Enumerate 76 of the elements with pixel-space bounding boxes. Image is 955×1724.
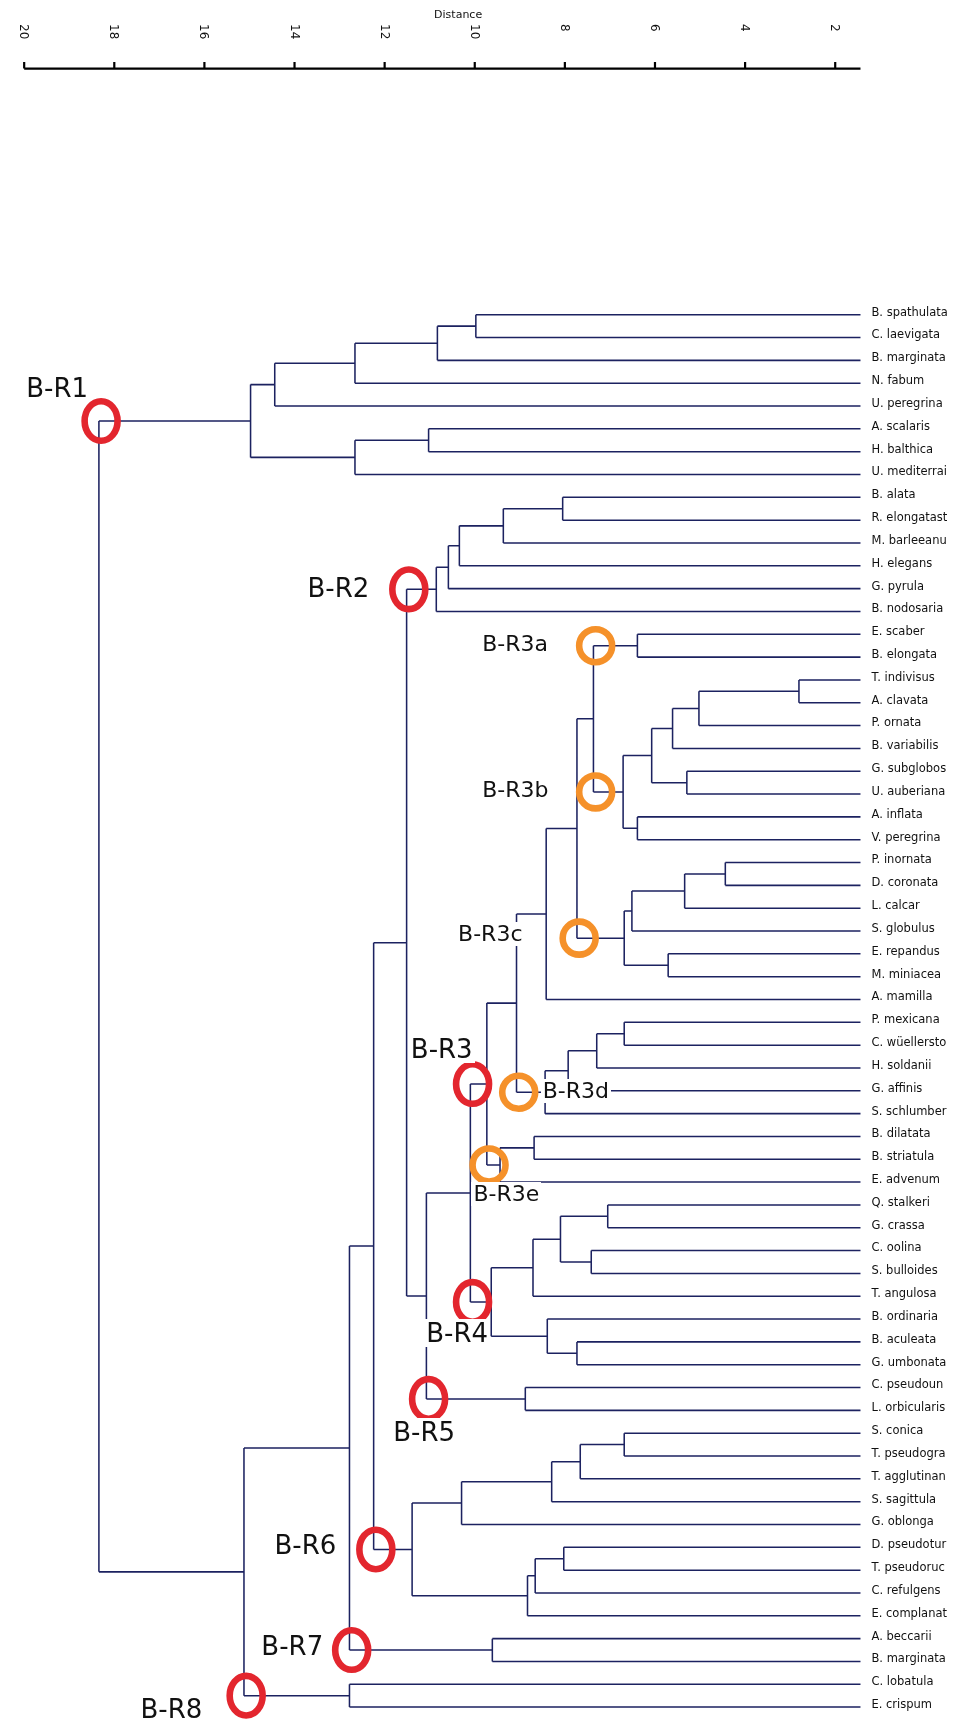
taxon-label: T. indivisus [871, 671, 935, 684]
taxon-label: H. soldanii [871, 1059, 932, 1072]
taxon-label: C. lobatula [871, 1676, 934, 1688]
taxon-label: S. sagittula [871, 1493, 937, 1506]
taxon-label: M. miniacea [871, 968, 942, 981]
taxon-label: A. mamilla [871, 991, 933, 1003]
taxon-label: C. laevigata [871, 329, 941, 341]
taxon-label: A. inflata [871, 808, 923, 821]
taxon-label: B. alata [871, 489, 916, 501]
taxon-label: C. wüellersto [871, 1037, 947, 1049]
taxon-label: N. fabum [871, 375, 925, 387]
taxon-label: G. affinis [871, 1082, 923, 1095]
taxon-label: E. complanat [871, 1607, 947, 1620]
taxon-label: P. mexicana [871, 1014, 940, 1026]
taxon-label: M. barleeanu [871, 534, 947, 547]
tick-label: 16 [198, 24, 211, 40]
taxon-label: C. oolina [871, 1242, 922, 1254]
taxon-label: U. auberiana [871, 785, 946, 798]
taxon-label: B. ordinaria [871, 1310, 939, 1323]
taxon-label: S. schlumber [871, 1105, 947, 1117]
taxon-label: E. repandus [871, 945, 940, 958]
tick-label: 8 [558, 24, 571, 32]
taxon-label: S. bulloides [871, 1265, 938, 1277]
tick-label: 6 [648, 24, 661, 32]
cluster-label: B-R4 [424, 1319, 490, 1348]
taxon-label: A. scalaris [871, 420, 930, 433]
tick-label: 2 [829, 24, 842, 32]
taxon-label: H. elegans [871, 557, 933, 570]
taxon-label: L. calcar [871, 900, 920, 912]
taxon-label: E. scaber [871, 626, 925, 638]
taxon-label: H. balthica [871, 443, 934, 456]
taxon-label: D. pseudotur [871, 1539, 947, 1551]
taxon-label: D. coronata [871, 877, 939, 889]
taxon-label: T. pseudogra [871, 1447, 946, 1460]
taxon-label: T. pseudoruc [871, 1562, 945, 1574]
tick-label: 10 [468, 24, 481, 40]
taxon-label: C. refulgens [871, 1584, 941, 1597]
taxon-label: G. pyrula [871, 580, 925, 592]
taxon-label: A. clavata [871, 694, 929, 707]
tick-label: 20 [18, 24, 31, 40]
taxon-label: B. dilatata [871, 1128, 931, 1140]
taxon-label: B. variabilis [871, 740, 939, 752]
taxon-label: G. subglobos [871, 763, 947, 775]
taxon-label: B. striatula [871, 1151, 935, 1163]
taxon-label: B. nodosaria [871, 603, 944, 615]
taxon-label: G. oblonga [871, 1516, 934, 1528]
taxon-label: Q. stalkeri [871, 1196, 930, 1209]
cluster-label: B-R3e [471, 1182, 542, 1207]
tick-label: 18 [108, 24, 121, 40]
taxon-label: P. ornata [871, 717, 922, 729]
taxon-label: P. inornata [871, 854, 932, 866]
tick-label: 14 [288, 24, 301, 40]
taxon-label: C. pseudoun [871, 1379, 944, 1391]
taxon-label: B. marginata [871, 1653, 946, 1665]
taxon-label: S. conica [871, 1425, 924, 1437]
taxon-label: S. globulus [871, 922, 935, 935]
axis-title: Distance [434, 8, 483, 20]
cluster-label: B-R3d [540, 1078, 611, 1103]
taxon-label: A. beccarii [871, 1630, 932, 1642]
taxon-label: L. orbicularis [871, 1402, 946, 1414]
taxon-label: B. spathulata [871, 306, 948, 319]
taxon-label: V. peregrina [871, 831, 941, 844]
taxon-label: U. mediterrai [871, 466, 948, 478]
taxon-label: E. crispum [871, 1699, 933, 1711]
taxon-label: B. aculeata [871, 1333, 937, 1346]
taxon-label: E. advenum [871, 1174, 941, 1186]
taxon-label: B. marginata [871, 352, 946, 364]
tick-label: 12 [378, 24, 391, 40]
tick-label: 4 [739, 24, 752, 32]
taxon-label: U. peregrina [871, 397, 943, 410]
taxon-label: T. angulosa [871, 1288, 937, 1300]
taxon-label: B. elongata [871, 649, 938, 661]
taxon-label: G. umbonata [871, 1356, 947, 1369]
taxon-label: G. crassa [871, 1219, 925, 1232]
taxon-label: R. elongatast [871, 512, 948, 524]
taxon-label: T. agglutinan [871, 1470, 946, 1483]
